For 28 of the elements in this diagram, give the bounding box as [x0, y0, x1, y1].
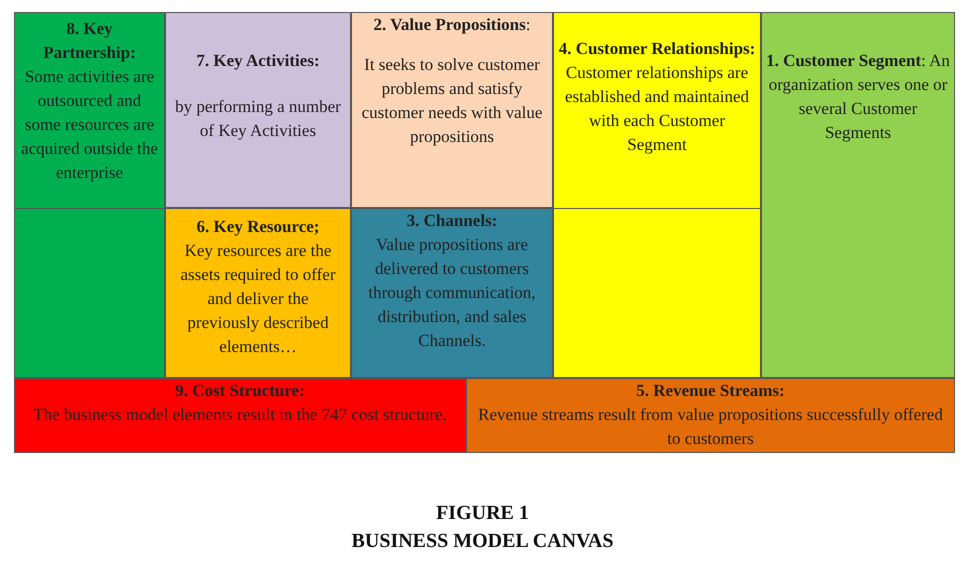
block-heading: 3. Channels:	[406, 210, 498, 232]
canvas-block	[553, 12, 761, 378]
block-heading: 7. Key Activities:	[196, 50, 320, 72]
block-heading: 2. Value Propositions:	[374, 14, 530, 36]
block-text: 1. Customer Segment: An organization serves one or several Customer Segments	[766, 50, 950, 144]
canvas-block	[165, 208, 351, 378]
figure-title: BUSINESS MODEL CANVAS	[350, 530, 614, 553]
block-text: It seeks to solve customer problems and satisfy customer needs with value propositions	[360, 54, 544, 148]
canvas-block	[761, 12, 955, 378]
block-heading: 6. Key Resource;	[196, 216, 320, 238]
block-text: Key resources are the assets required to offer and deliver the previously described elements…	[180, 240, 336, 358]
block-text: Revenue streams result from value propositions successfully offered to customers	[477, 404, 944, 450]
block-heading: 8. Key Partnership:	[42, 18, 137, 64]
block-text: Some activities are outsourced and some resources are acquired outside the enterprise	[20, 66, 159, 184]
canvas-block	[351, 208, 553, 378]
canvas-block	[466, 378, 955, 453]
block-text: by performing a number of Key Activities	[174, 96, 342, 142]
block-text: The business model elements result in the 747 cost structure.	[33, 404, 447, 426]
block-heading: 4. Customer Relationships:	[558, 38, 756, 60]
canvas-block	[351, 12, 553, 208]
figure-number: FIGURE 1	[435, 502, 530, 525]
canvas-block	[14, 378, 466, 453]
block-text: Customer relationships are established and maintained with each Customer Segment	[564, 62, 750, 156]
canvas-block	[165, 12, 351, 208]
canvas-block	[14, 12, 165, 378]
block-heading: 5. Revenue Streams:	[636, 380, 785, 402]
block-heading: 9. Cost Structure:	[175, 380, 305, 402]
block-text: Value propositions are delivered to customers through communication, distribution, and sales Channels.	[367, 234, 537, 352]
